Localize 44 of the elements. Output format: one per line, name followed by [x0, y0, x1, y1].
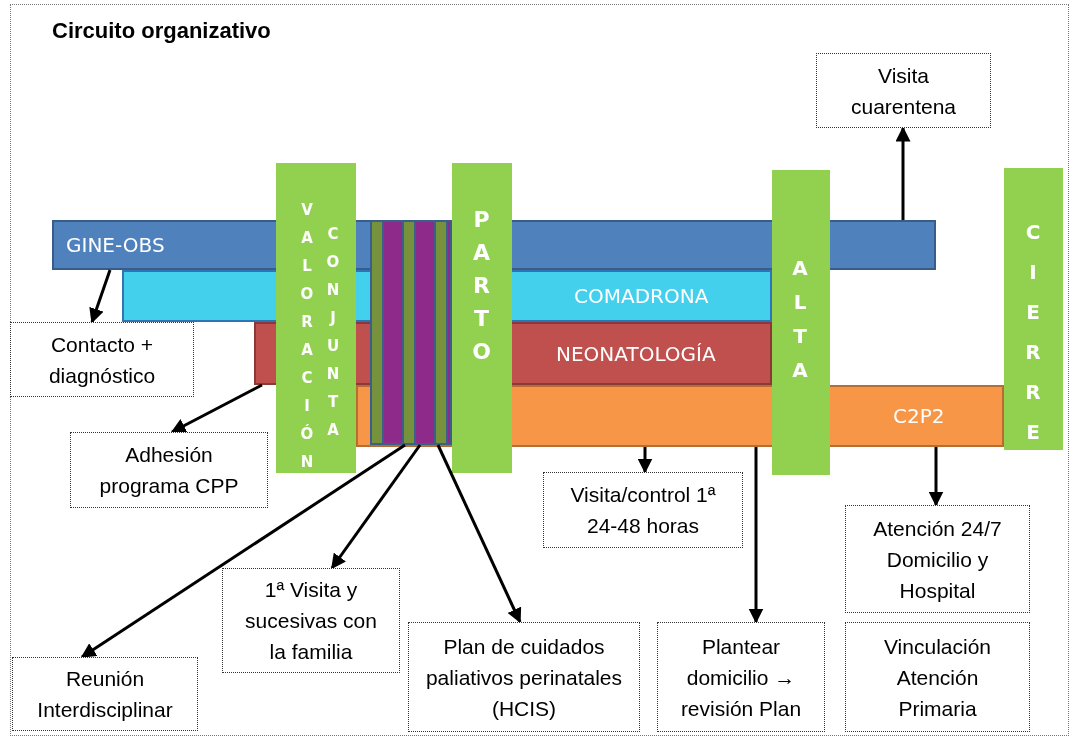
note-box: [845, 622, 1030, 732]
arrow: [330, 444, 422, 570]
phase-label: CIERRE: [1021, 220, 1045, 460]
note-box: [543, 472, 743, 548]
band-label: NEONATOLOGÍA: [556, 341, 716, 366]
arrow: [895, 126, 911, 220]
note-text: 1ª Visita y sucesivas con la familia: [244, 577, 378, 665]
phase-bar: [772, 170, 830, 475]
note-box: [222, 568, 400, 673]
note-text: Visita cuarentena: [849, 62, 958, 120]
phase-label: PARTO: [469, 207, 494, 372]
diagram-title: Circuito organizativo: [52, 18, 271, 44]
note-text: Visita/control 1ª 24-48 horas: [569, 482, 717, 539]
note-box: [816, 53, 991, 128]
note-text: Reunión Interdisciplinar: [36, 666, 174, 723]
arrow: [170, 383, 263, 434]
band-label: GINE-OBS: [66, 233, 165, 257]
striped-bar: [370, 220, 452, 445]
band-label: COMADRONA: [574, 284, 709, 308]
note-box: [12, 657, 198, 731]
note-text: Atención 24/7 Domicilio y Hospital: [872, 515, 1003, 604]
arrow: [928, 447, 944, 507]
note-text: Vinculación Atención Primaria: [883, 633, 992, 722]
note-text: Adhesión programa CPP: [98, 442, 240, 499]
note-box: [408, 622, 640, 732]
note-box: [10, 322, 194, 397]
phase-label: ALTA: [788, 256, 812, 392]
phase-bar: [276, 163, 356, 473]
phase-bar: [452, 163, 512, 473]
phase-bar: [1004, 168, 1063, 450]
band-label: C2P2: [893, 404, 945, 428]
arrow: [637, 447, 653, 474]
phase-label: VALORACIÓN: [298, 201, 316, 481]
note-text: Plan de cuidados paliativos perinatales (HCIS): [424, 633, 624, 722]
arrow: [436, 444, 522, 624]
phase-label: CONJUNTA: [324, 225, 342, 449]
note-box: [70, 432, 268, 508]
note-box: [657, 622, 825, 732]
arrow: [89, 269, 112, 324]
note-box: [845, 505, 1030, 613]
note-text: Contacto + diagnóstico: [47, 331, 157, 389]
note-text: Plantear domicilio → revisión Plan: [679, 633, 803, 722]
arrow: [80, 443, 406, 659]
arrow: [748, 447, 764, 624]
